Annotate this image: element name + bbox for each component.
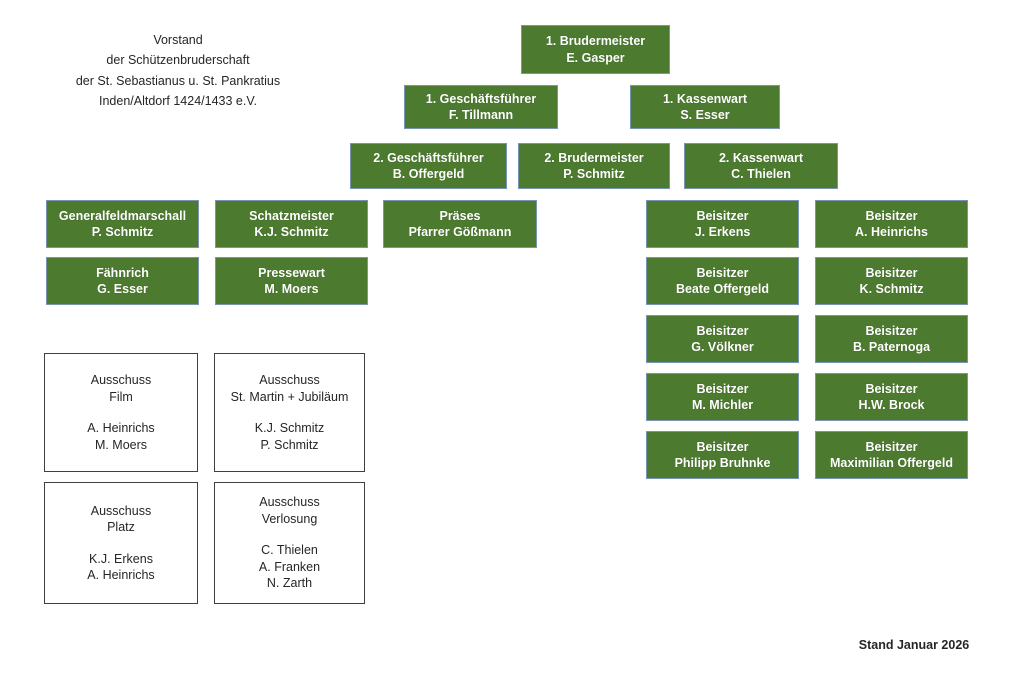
node-2-geschaeftsfuehrer[interactable]: 2. Geschäftsführer B. Offergeld	[350, 143, 507, 189]
node-name: E. Gasper	[566, 50, 625, 65]
node-role: 1. Kassenwart	[662, 91, 748, 106]
node-role: Beisitzer	[696, 265, 749, 280]
node-role: Pressewart	[258, 265, 325, 280]
node-name: F. Tillmann	[448, 108, 514, 122]
node-name: G. Esser	[97, 282, 148, 296]
committee-member: P. Schmitz	[260, 437, 319, 452]
committee-member: K.J. Schmitz	[254, 421, 325, 435]
node-role: Beisitzer	[865, 381, 918, 396]
committee-platz[interactable]: Ausschuss Platz K.J. Erkens A. Heinrichs	[44, 482, 198, 604]
committee-members: A. Heinrichs M. Moers	[87, 420, 154, 453]
committee-topic: Platz	[107, 520, 135, 534]
committee-heading: Ausschuss Film	[91, 372, 151, 405]
committee-topic: Film	[109, 389, 133, 404]
title-line-2: der Schützenbruderschaft	[106, 53, 250, 68]
node-role: 2. Kassenwart	[718, 150, 804, 165]
node-2-kassenwart[interactable]: 2. Kassenwart C. Thielen	[684, 143, 838, 189]
node-role: 1. Geschäftsführer	[425, 91, 537, 106]
title-line-1: Vorstand	[153, 33, 203, 47]
node-beisitzer-9[interactable]: Beisitzer H.W. Brock	[815, 373, 968, 421]
node-name: K.J. Schmitz	[254, 225, 329, 239]
node-role: Beisitzer	[696, 208, 749, 223]
node-name: Maximilian Offergeld	[830, 456, 953, 470]
node-role: Beisitzer	[865, 439, 918, 454]
committee-kind: Ausschuss	[90, 373, 152, 387]
committee-kind: Ausschuss	[90, 503, 152, 518]
committee-member: C. Thielen	[261, 543, 318, 558]
node-schatzmeister[interactable]: Schatzmeister K.J. Schmitz	[215, 200, 368, 248]
node-name: P. Schmitz	[91, 225, 154, 239]
node-pressewart[interactable]: Pressewart M. Moers	[215, 257, 368, 305]
revision-date: Stand Januar 2026	[858, 638, 970, 652]
committee-members: K.J. Schmitz P. Schmitz	[255, 420, 324, 453]
committee-members: C. Thielen A. Franken N. Zarth	[259, 542, 320, 592]
node-1-kassenwart[interactable]: 1. Kassenwart S. Esser	[630, 85, 780, 129]
node-beisitzer-8[interactable]: Beisitzer B. Paternoga	[815, 315, 968, 363]
node-beisitzer-4[interactable]: Beisitzer M. Michler	[646, 373, 799, 421]
title-line-3: der St. Sebastianus u. St. Pankratius	[75, 73, 281, 88]
title-line-4: Inden/Altdorf 1424/1433 e.V.	[98, 93, 257, 108]
committee-member: N. Zarth	[266, 576, 313, 591]
node-beisitzer-5[interactable]: Beisitzer Philipp Bruhnke	[646, 431, 799, 479]
node-name: G. Völkner	[691, 340, 754, 354]
node-name: H.W. Brock	[858, 398, 925, 412]
node-name: Pfarrer Gößmann	[408, 225, 512, 239]
committee-member: A. Franken	[258, 559, 321, 574]
node-role: Beisitzer	[696, 439, 749, 454]
node-beisitzer-10[interactable]: Beisitzer Maximilian Offergeld	[815, 431, 968, 479]
node-name: M. Moers	[264, 282, 319, 296]
node-faehnrich[interactable]: Fähnrich G. Esser	[46, 257, 199, 305]
node-beisitzer-7[interactable]: Beisitzer K. Schmitz	[815, 257, 968, 305]
node-name: B. Offergeld	[392, 167, 465, 181]
node-beisitzer-2[interactable]: Beisitzer Beate Offergeld	[646, 257, 799, 305]
node-1-geschaeftsfuehrer[interactable]: 1. Geschäftsführer F. Tillmann	[404, 85, 558, 129]
node-name: Philipp Bruhnke	[674, 456, 771, 470]
node-name: K. Schmitz	[859, 282, 924, 296]
node-role: Generalfeldmarschall	[58, 208, 187, 223]
committee-member: K.J. Erkens	[89, 551, 153, 566]
node-role: Beisitzer	[865, 323, 918, 338]
committee-member: M. Moers	[94, 437, 148, 452]
node-name: Beate Offergeld	[675, 282, 770, 296]
node-name: B. Paternoga	[852, 340, 931, 354]
node-name: S. Esser	[680, 108, 730, 122]
node-1-brudermeister[interactable]: 1. Brudermeister E. Gasper	[521, 25, 670, 74]
node-role: Fähnrich	[96, 265, 149, 280]
node-name: M. Michler	[691, 398, 754, 412]
node-role: 1. Brudermeister	[545, 34, 646, 48]
committee-heading: Ausschuss St. Martin + Jubiläum	[231, 372, 349, 405]
committee-film[interactable]: Ausschuss Film A. Heinrichs M. Moers	[44, 353, 198, 472]
node-2-brudermeister[interactable]: 2. Brudermeister P. Schmitz	[518, 143, 670, 189]
node-role: 2. Geschäftsführer	[373, 150, 484, 165]
node-name: J. Erkens	[694, 225, 751, 239]
committee-kind: Ausschuss	[259, 495, 320, 510]
node-beisitzer-1[interactable]: Beisitzer J. Erkens	[646, 200, 799, 248]
committee-member: A. Heinrichs	[87, 568, 155, 582]
committee-st-martin-jubilaeum[interactable]: Ausschuss St. Martin + Jubiläum K.J. Sch…	[214, 353, 365, 472]
node-name: P. Schmitz	[563, 167, 625, 181]
node-role: Beisitzer	[696, 381, 749, 396]
committee-heading: Ausschuss Verlosung	[259, 494, 319, 527]
committee-topic: St. Martin + Jubiläum	[230, 389, 349, 404]
node-role: 2. Brudermeister	[544, 150, 644, 165]
committee-heading: Ausschuss Platz	[91, 503, 151, 536]
node-beisitzer-3[interactable]: Beisitzer G. Völkner	[646, 315, 799, 363]
committee-kind: Ausschuss	[259, 373, 320, 387]
committee-verlosung[interactable]: Ausschuss Verlosung C. Thielen A. Franke…	[214, 482, 365, 604]
node-role: Beisitzer	[696, 323, 749, 338]
node-role: Schatzmeister	[249, 208, 334, 223]
node-name: C. Thielen	[731, 167, 791, 181]
node-role: Beisitzer	[865, 208, 918, 223]
node-beisitzer-6[interactable]: Beisitzer A. Heinrichs	[815, 200, 968, 248]
committee-topic: Verlosung	[261, 511, 318, 526]
committee-member: A. Heinrichs	[87, 421, 155, 435]
page-title: Vorstand der Schützenbruderschaft der St…	[18, 30, 338, 111]
node-role: Präses	[439, 208, 481, 223]
node-generalfeldmarschall[interactable]: Generalfeldmarschall P. Schmitz	[46, 200, 199, 248]
node-praeses[interactable]: Präses Pfarrer Gößmann	[383, 200, 537, 248]
node-role: Beisitzer	[865, 265, 918, 280]
committee-members: K.J. Erkens A. Heinrichs	[87, 551, 154, 584]
node-name: A. Heinrichs	[855, 225, 928, 239]
